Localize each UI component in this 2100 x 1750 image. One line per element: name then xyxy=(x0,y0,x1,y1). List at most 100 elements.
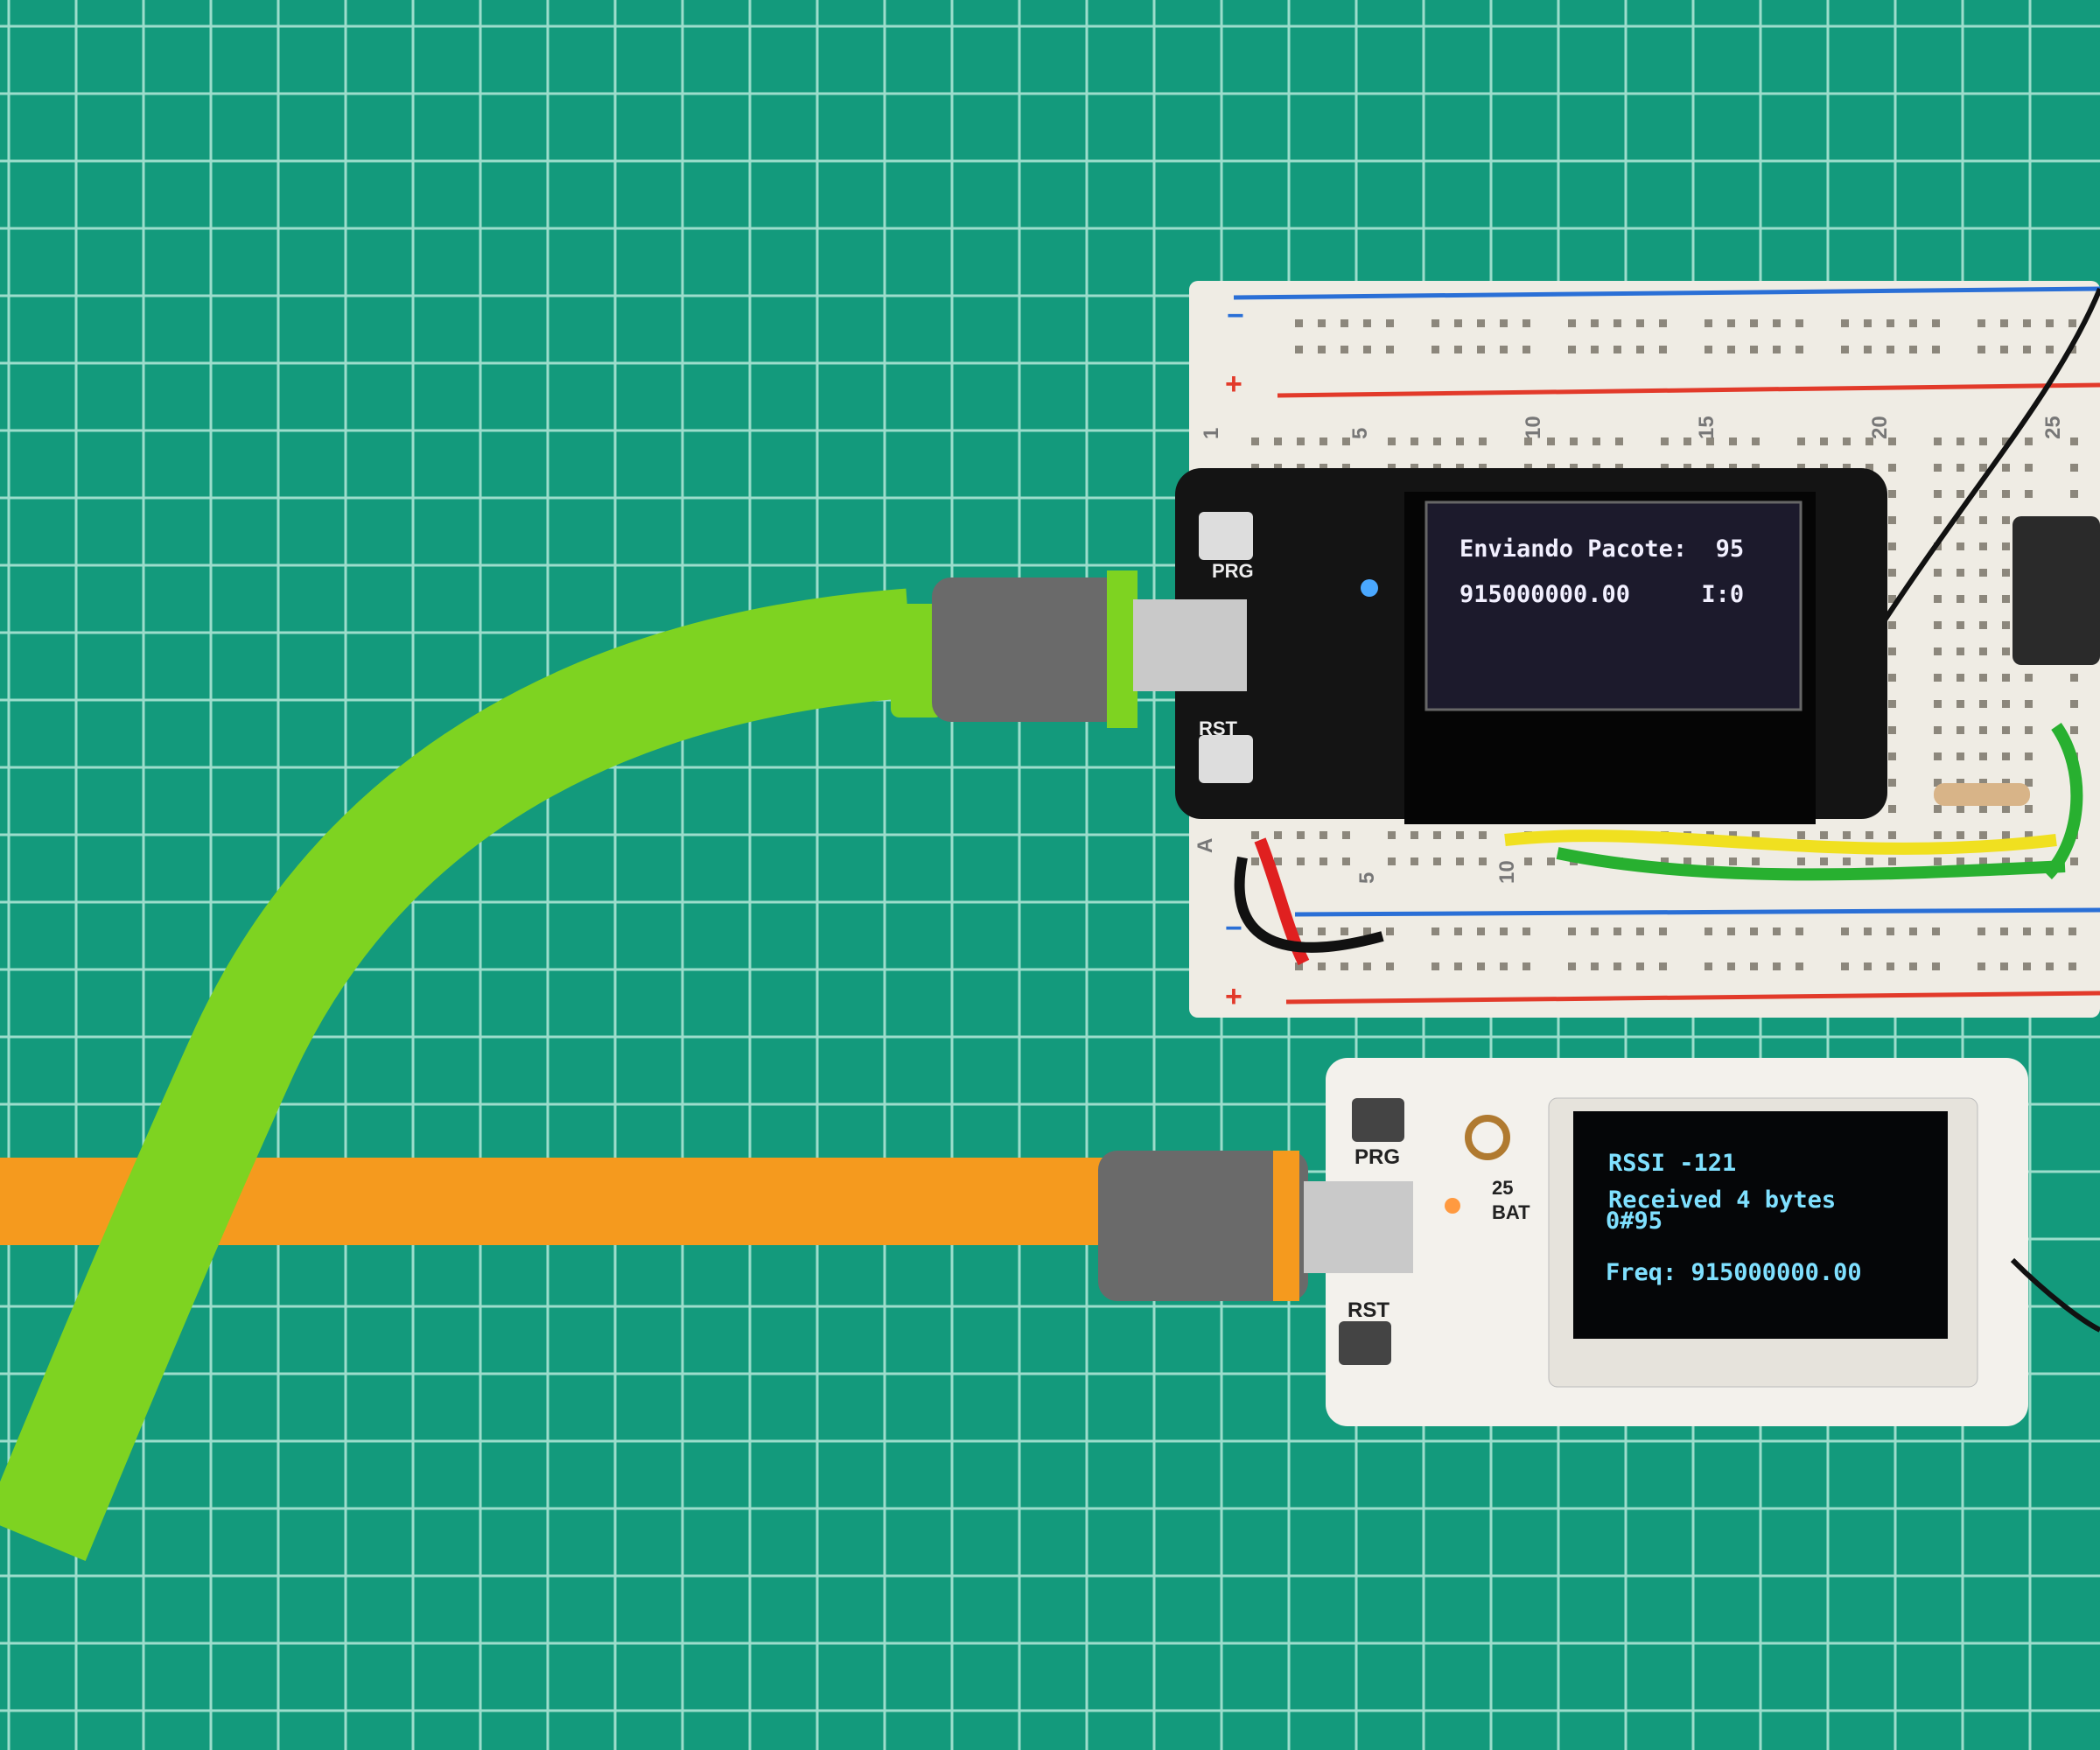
breadboard-hole xyxy=(1433,858,1441,865)
breadboard-hole xyxy=(1659,962,1667,970)
breadboard-hole xyxy=(1934,700,1942,708)
breadboard-hole xyxy=(1956,595,1964,603)
breadboard-hole xyxy=(1727,319,1735,327)
col-number: 25 xyxy=(2041,416,2065,439)
breadboard-hole xyxy=(1888,726,1896,734)
breadboard-hole xyxy=(1886,319,1894,327)
breadboard-hole xyxy=(1522,319,1530,327)
rst-button[interactable] xyxy=(1339,1321,1391,1365)
breadboard-hole xyxy=(1888,569,1896,577)
breadboard-hole xyxy=(1888,700,1896,708)
pin-label: 25 xyxy=(1492,1177,1513,1199)
breadboard-hole xyxy=(1888,752,1896,760)
breadboard-hole xyxy=(1727,346,1735,354)
breadboard-hole xyxy=(1363,346,1371,354)
breadboard-hole xyxy=(1661,858,1669,865)
breadboard-hole xyxy=(1340,319,1348,327)
breadboard-hole xyxy=(1888,464,1896,472)
breadboard-hole xyxy=(1888,490,1896,498)
col-number: 20 xyxy=(1868,416,1892,439)
col-number: 10 xyxy=(1522,416,1545,439)
breadboard-hole xyxy=(1750,928,1758,935)
breadboard-hole xyxy=(1797,464,1805,472)
breadboard-hole xyxy=(1479,464,1487,472)
breadboard-hole xyxy=(1410,464,1418,472)
prg-label: PRG xyxy=(1212,560,1254,582)
breadboard-hole xyxy=(2046,319,2054,327)
breadboard-hole xyxy=(1934,779,1942,787)
green-usb-cable xyxy=(0,570,1247,1562)
breadboard-hole xyxy=(1636,346,1644,354)
breadboard-hole xyxy=(1479,831,1487,839)
breadboard-hole xyxy=(1820,464,1828,472)
row-label: A xyxy=(1194,838,1217,853)
breadboard-hole xyxy=(1934,516,1942,524)
breadboard-hole xyxy=(1433,438,1441,445)
breadboard-hole xyxy=(1659,319,1667,327)
breadboard-hole xyxy=(1773,962,1781,970)
breadboard-hole xyxy=(1909,962,1917,970)
minus-label: − xyxy=(1227,299,1244,332)
breadboard-hole xyxy=(1297,438,1305,445)
breadboard-hole xyxy=(2068,319,2076,327)
breadboard-hole xyxy=(1659,346,1667,354)
breadboard-hole xyxy=(1591,962,1599,970)
breadboard-hole xyxy=(1888,542,1896,550)
col-number: 5 xyxy=(1348,428,1372,439)
breadboard-hole xyxy=(1342,831,1350,839)
breadboard-hole xyxy=(1568,319,1576,327)
breadboard-hole xyxy=(1934,464,1942,472)
breadboard-hole xyxy=(1979,648,1987,655)
receiver-board: PRG RST RSSI -121 Received 4 bytes 0#95 … xyxy=(1326,1058,2100,1426)
breadboard-hole xyxy=(1956,464,1964,472)
breadboard-hole xyxy=(1934,674,1942,682)
breadboard-hole xyxy=(1386,928,1394,935)
breadboard-hole xyxy=(2070,674,2078,682)
breadboard-hole xyxy=(1477,346,1485,354)
breadboard-hole xyxy=(1909,928,1917,935)
breadboard-hole xyxy=(1841,928,1849,935)
breadboard-hole xyxy=(1979,464,1987,472)
breadboard-hole xyxy=(1729,858,1737,865)
breadboard-hole xyxy=(1295,346,1303,354)
breadboard-hole xyxy=(1934,831,1942,839)
prg-button[interactable] xyxy=(1199,512,1253,560)
breadboard-hole xyxy=(1979,700,1987,708)
breadboard-hole xyxy=(1684,858,1691,865)
breadboard-hole xyxy=(2025,858,2033,865)
col-number: 1 xyxy=(1200,428,1223,439)
breadboard-hole xyxy=(1500,346,1508,354)
breadboard-hole xyxy=(1456,858,1464,865)
breadboard-hole xyxy=(1866,831,1873,839)
breadboard-hole xyxy=(2000,962,2008,970)
breadboard-hole xyxy=(1934,805,1942,813)
rst-button[interactable] xyxy=(1199,735,1253,783)
plus-label-bottom: + xyxy=(1225,980,1242,1013)
prg-button[interactable] xyxy=(1352,1098,1404,1142)
breadboard-hole xyxy=(1592,438,1600,445)
breadboard-hole xyxy=(1570,438,1578,445)
breadboard-hole xyxy=(2046,346,2054,354)
breadboard-hole xyxy=(1570,464,1578,472)
breadboard-hole xyxy=(1295,928,1303,935)
breadboard-hole xyxy=(2002,569,2010,577)
breadboard-hole xyxy=(2046,928,2054,935)
breadboard-hole xyxy=(2000,928,2008,935)
breadboard-hole xyxy=(1454,962,1462,970)
breadboard-hole xyxy=(2046,962,2054,970)
breadboard-hole xyxy=(1704,346,1712,354)
breadboard-hole xyxy=(1956,516,1964,524)
breadboard-hole xyxy=(1524,464,1532,472)
breadboard-hole xyxy=(1888,621,1896,629)
breadboard-hole xyxy=(2025,831,2033,839)
breadboard-hole xyxy=(1979,858,1987,865)
breadboard-hole xyxy=(1750,962,1758,970)
breadboard-hole xyxy=(1297,831,1305,839)
breadboard-hole xyxy=(1636,319,1644,327)
breadboard-hole xyxy=(1342,858,1350,865)
breadboard-hole xyxy=(2070,858,2078,865)
breadboard-hole xyxy=(1615,438,1623,445)
breadboard-hole xyxy=(1841,346,1849,354)
breadboard-hole xyxy=(1388,831,1396,839)
breadboard-hole xyxy=(1956,779,1964,787)
